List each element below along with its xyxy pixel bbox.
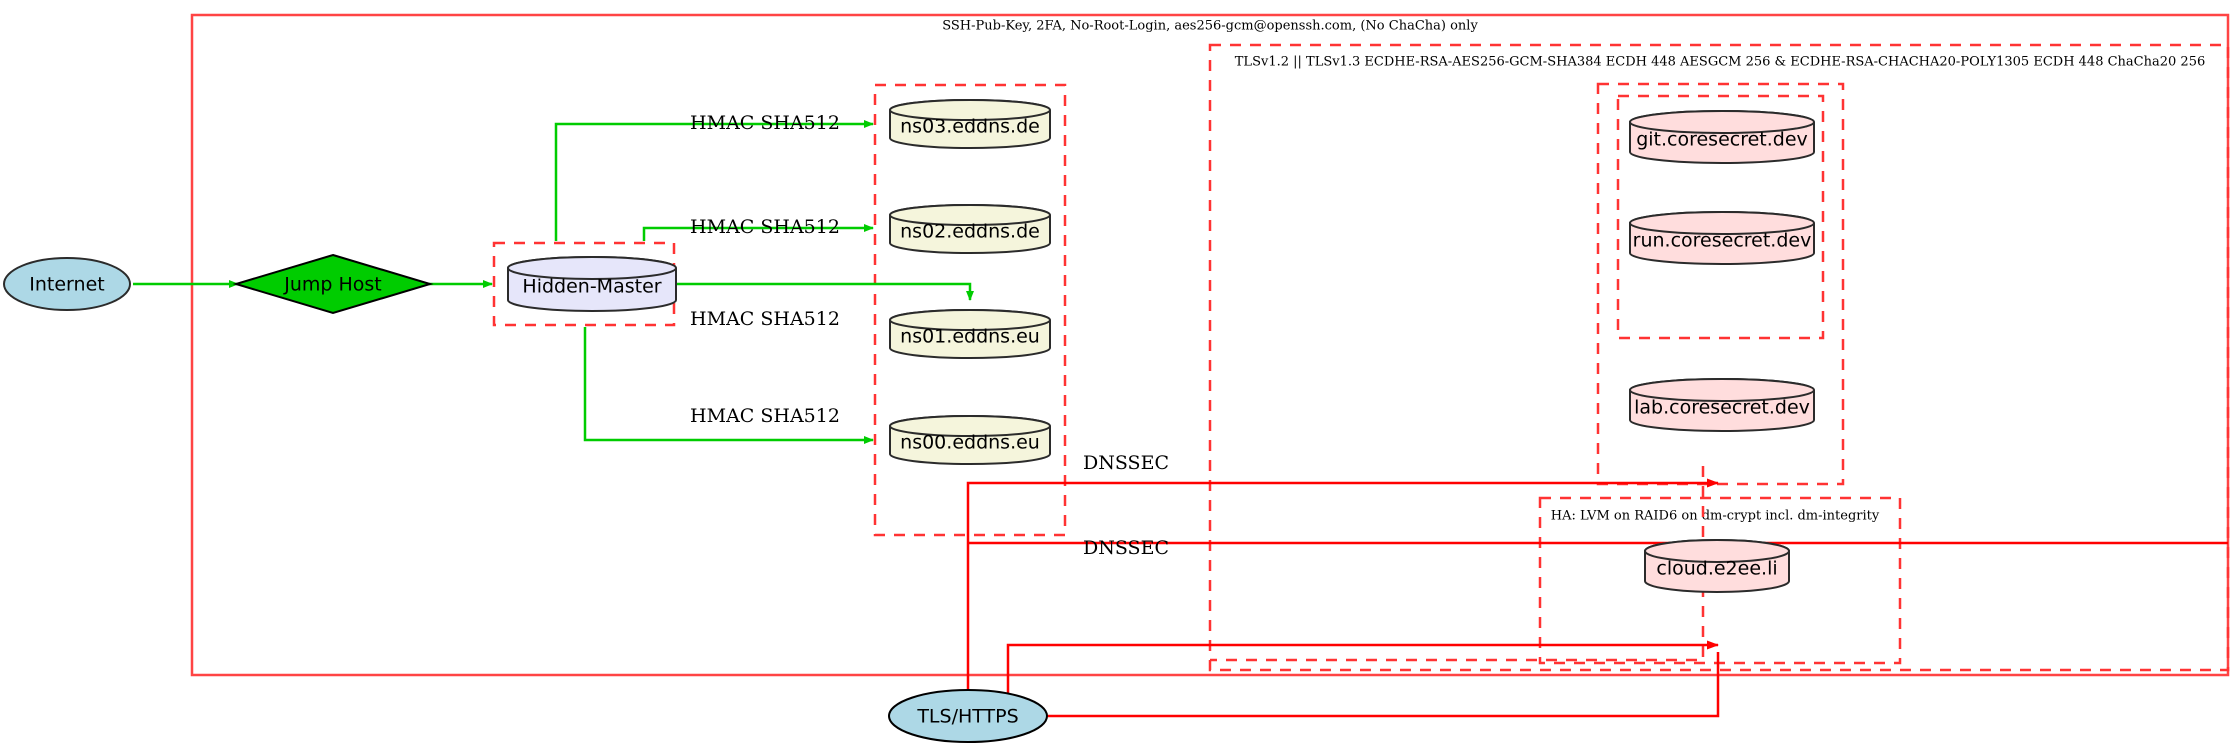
- node-internet-label: Internet: [29, 274, 104, 296]
- node-git-coresecret-label: git.coresecret.dev: [1636, 129, 1808, 151]
- edge-hidden-master-ns01: [676, 282, 974, 301]
- edge-label-hmac-2: HMAC SHA512: [690, 216, 840, 238]
- cluster-ha-zone-label: HA: LVM on RAID6 on dm-crypt incl. dm-in…: [1551, 509, 1880, 524]
- edge-hidden-master-ns03: [554, 120, 874, 241]
- node-ns03[interactable]: ns03.eddns.de: [889, 99, 1051, 149]
- edge-label-hmac-4: HMAC SHA512: [690, 405, 840, 427]
- cluster-tls-zone-label: TLSv1.2 || TLSv1.3 ECDHE-RSA-AES256-GCM-…: [1235, 55, 2205, 70]
- edge-label-hmac-3: HMAC SHA512: [690, 308, 840, 330]
- cluster-ssh-zone-label: SSH-Pub-Key, 2FA, No-Root-Login, aes256-…: [942, 19, 1478, 34]
- node-tls-https[interactable]: TLS/HTTPS: [888, 689, 1048, 743]
- cluster-cloud-zone: [1538, 496, 1902, 665]
- edge-label-dnssec-2: DNSSEC: [1083, 537, 1169, 559]
- node-hidden-master-label: Hidden-Master: [522, 276, 661, 298]
- node-ns01[interactable]: ns01.eddns.eu: [889, 309, 1051, 359]
- node-jump-host-label: Jump Host: [283, 274, 382, 296]
- node-hidden-master[interactable]: Hidden-Master: [507, 256, 677, 312]
- node-ns03-label: ns03.eddns.de: [900, 116, 1040, 138]
- edge-label-hmac-1: HMAC SHA512: [690, 112, 840, 134]
- node-ns00[interactable]: ns00.eddns.eu: [889, 415, 1051, 465]
- node-ns00-label: ns00.eddns.eu: [900, 432, 1040, 454]
- node-ns02-label: ns02.eddns.de: [900, 221, 1040, 243]
- edge-hidden-master-ns02: [642, 224, 874, 241]
- cluster-coresecret-inner-zone: [1616, 94, 1825, 340]
- node-ns01-label: ns01.eddns.eu: [900, 326, 1040, 348]
- cluster-dashed-column: [1210, 466, 1705, 662]
- node-lab-coresecret-label: lab.coresecret.dev: [1634, 397, 1810, 419]
- node-ns02[interactable]: ns02.eddns.de: [889, 204, 1051, 254]
- node-internet[interactable]: Internet: [3, 257, 131, 311]
- cluster-ssh-zone: [190, 13, 2230, 677]
- cluster-tls-zone: [1208, 43, 2230, 672]
- edge-tlshttps-right: [1047, 652, 1720, 718]
- node-run-coresecret-label: run.coresecret.dev: [1633, 230, 1812, 252]
- node-cloud-e2ee-label: cloud.e2ee.li: [1656, 558, 1777, 580]
- node-git-coresecret[interactable]: git.coresecret.dev: [1629, 110, 1815, 164]
- node-jump-host[interactable]: Jump Host: [232, 253, 434, 315]
- edge-hidden-master-ns00: [583, 327, 874, 444]
- edge-dnssec-to-coresecret: [966, 478, 1719, 670]
- cluster-coresecret-zone: [1596, 82, 1845, 486]
- edge-label-dnssec-1: DNSSEC: [1083, 452, 1169, 474]
- node-lab-coresecret[interactable]: lab.coresecret.dev: [1629, 378, 1815, 432]
- node-tls-https-label: TLS/HTTPS: [916, 706, 1018, 728]
- node-cloud-e2ee[interactable]: cloud.e2ee.li: [1644, 539, 1790, 593]
- node-run-coresecret[interactable]: run.coresecret.dev: [1629, 211, 1815, 265]
- edge-dnssec-to-cloud: [1006, 640, 1719, 716]
